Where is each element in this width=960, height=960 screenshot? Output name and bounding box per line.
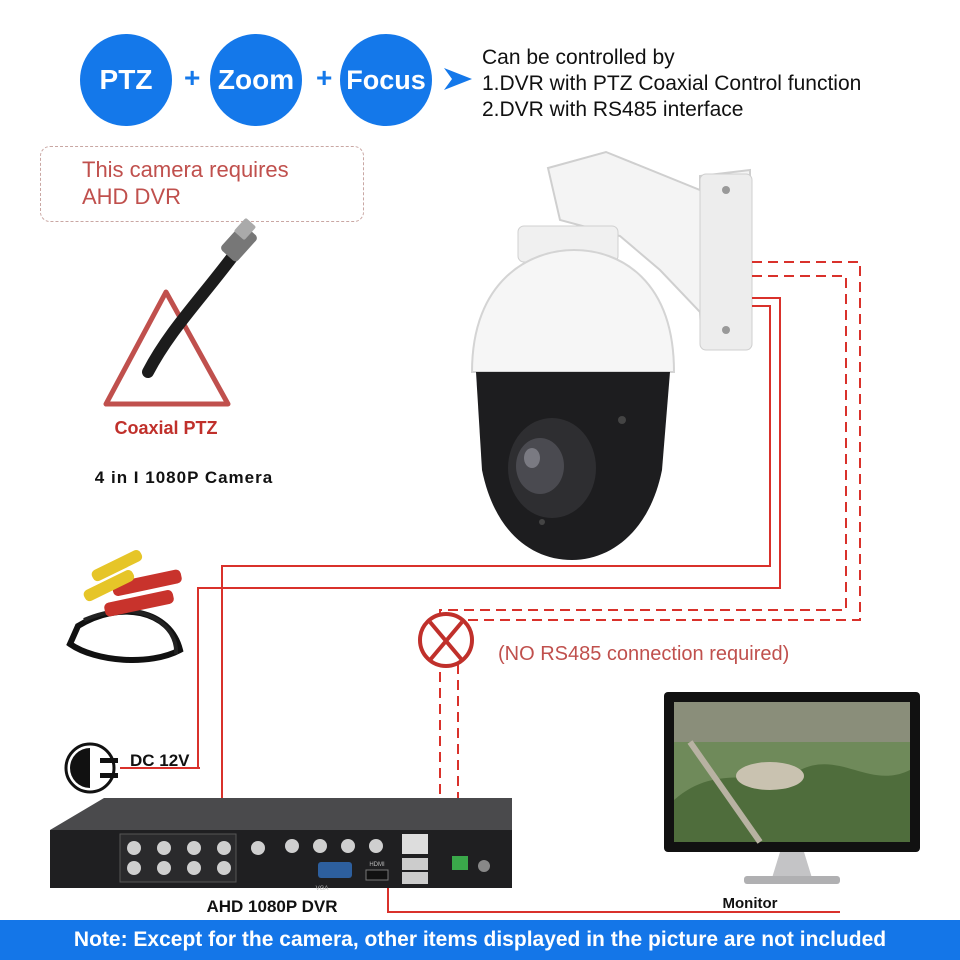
zoom-badge: Zoom [210,34,302,126]
plus-sign: + [184,62,201,93]
connection-diagram: Coaxial PTZ 4 in I 1080P Camera (NO RS48… [50,150,920,916]
arrow-right-icon [444,68,472,90]
ptz-camera [470,225,676,560]
no-connection-icon [418,612,474,668]
requirement-box [40,146,364,222]
warning-triangle-icon [103,218,257,407]
requirement-line: This camera requires [82,157,289,182]
requirement-line: AHD DVR [82,184,182,209]
camera-caption: 4 in I 1080P Camera [95,468,273,487]
focus-badge: Focus [340,34,432,126]
rs485-note: (NO RS485 connection required) [498,643,789,665]
vga-port-label: VGA [316,886,329,892]
monitor-label: Monitor [723,895,778,912]
dvr-label: AHD 1080P DVR [206,897,337,916]
monitor-device [664,692,920,884]
wiring-dashed [439,261,861,830]
wall-bracket [546,150,753,351]
power-label: DC 12V [130,751,190,770]
plus-sign: + [316,62,333,93]
control-item: 2.DVR with RS485 interface [482,98,744,121]
coaxial-ptz-label: Coaxial PTZ [114,418,217,438]
cable-bundle [66,550,184,663]
power-plug-icon [64,742,118,794]
requirement-text: This camera requires AHD DVR [82,156,289,210]
footer-note-bar: Note: Except for the camera, other items… [0,920,960,960]
focus-badge-label: Focus [346,64,426,95]
footer-note-text: Note: Except for the camera, other items… [73,928,887,951]
control-item: 1.DVR with PTZ Coaxial Control function [482,72,862,95]
ptz-badge-label: PTZ [99,64,153,95]
dvr-device [50,798,512,888]
hdmi-port-label: HDMI [369,862,385,868]
ptz-badge: PTZ [80,34,172,126]
control-heading: Can be controlled by [482,46,675,69]
zoom-badge-label: Zoom [217,64,295,95]
